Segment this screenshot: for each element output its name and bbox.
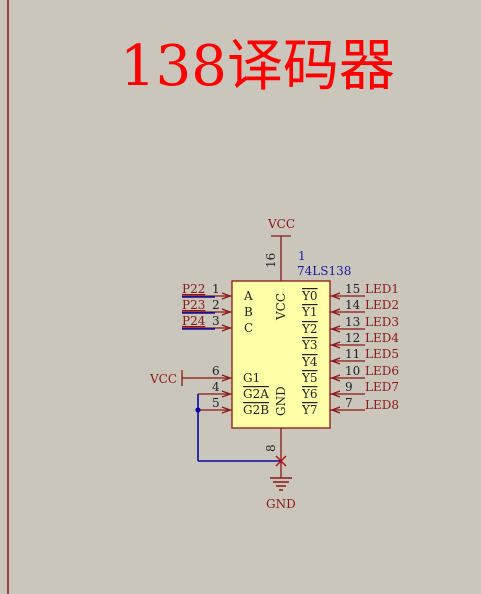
pin-name-y3: Y3 [301,338,318,352]
pin-name-y0: Y0 [301,289,318,303]
pin-name-g2b: G2B [243,403,269,417]
vcc-power-port-left [181,370,198,386]
pin-name-g1: G1 [243,371,260,385]
pin-number-y6: 9 [345,380,353,394]
vcc-power-port-top [271,235,291,281]
pin-number-a: 1 [212,282,220,296]
pin-number-y2: 13 [345,315,360,329]
pin-number-y7: 7 [345,396,353,410]
net-label-p24: P24 [182,314,206,328]
enable-ground-wire [197,394,281,462]
pin-number-y3: 12 [345,331,360,345]
pin-name-y6: Y6 [301,387,318,401]
pin-name-b: B [244,305,253,319]
pin-number-gnd: 8 [264,444,278,452]
pin-name-y2: Y2 [301,322,318,336]
pin-name-vcc: VCC [274,293,288,321]
output-pin-lines [330,292,365,414]
pin-number-vcc: 16 [264,253,278,268]
pin-name-gnd: GND [274,386,288,416]
pin-name-y1: Y1 [301,305,318,319]
blue-input-wires [182,296,215,330]
gnd-label: GND [266,497,296,511]
junction-dot-g2 [195,407,201,413]
vcc-left-label: VCC [149,372,177,386]
junction-cross-icon [275,455,287,467]
pin-number-c: 3 [212,314,220,328]
input-pin-lines [182,292,232,414]
pin-name-y7: Y7 [301,403,318,417]
pin-number-g1: 6 [212,364,220,378]
net-label-led3: LED3 [365,315,399,329]
net-label-p23: P23 [182,298,205,312]
net-label-led4: LED4 [365,331,399,345]
pin-name-g2a: G2A [243,387,269,401]
net-label-led5: LED5 [365,347,399,361]
vcc-top-label: VCC [267,217,295,231]
chip-part-number: 74LS138 [297,264,351,278]
ground-symbol-icon [270,477,292,491]
pin-number-g2b: 5 [212,396,220,410]
chip-designator: 1 [298,249,306,263]
pin-number-b: 2 [212,298,220,312]
pin-name-c: C [244,321,253,335]
net-label-p22: P22 [182,282,205,296]
pin-number-g2a: 4 [212,380,220,394]
net-label-led8: LED8 [365,398,399,412]
pin-number-y5: 10 [345,364,360,378]
net-label-led6: LED6 [365,364,399,378]
pin-number-y1: 14 [345,298,361,312]
net-label-led7: LED7 [365,380,399,394]
pin-name-a: A [243,289,253,303]
page-title: 138译码器 [120,34,395,99]
pin-number-y4: 11 [345,347,360,361]
net-label-led1: LED1 [365,282,399,296]
net-label-led2: LED2 [365,298,399,312]
pin-number-y0: 15 [345,282,360,296]
pin-name-y4: Y4 [301,355,318,369]
pin-name-y5: Y5 [301,371,318,385]
chip-body [231,280,331,429]
